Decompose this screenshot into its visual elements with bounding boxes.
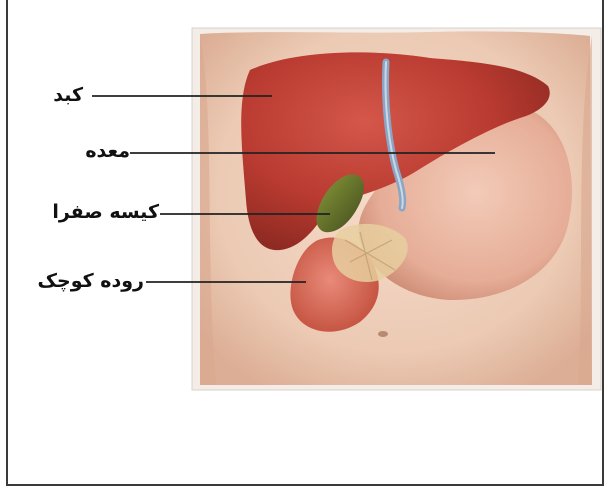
- navel-shape: [378, 331, 388, 337]
- label-liver: کبد: [53, 86, 83, 105]
- label-gallbladder: کیسه صفرا: [52, 203, 159, 222]
- label-small-intestine: روده کوچک: [38, 272, 144, 291]
- label-stomach: معده: [85, 142, 130, 161]
